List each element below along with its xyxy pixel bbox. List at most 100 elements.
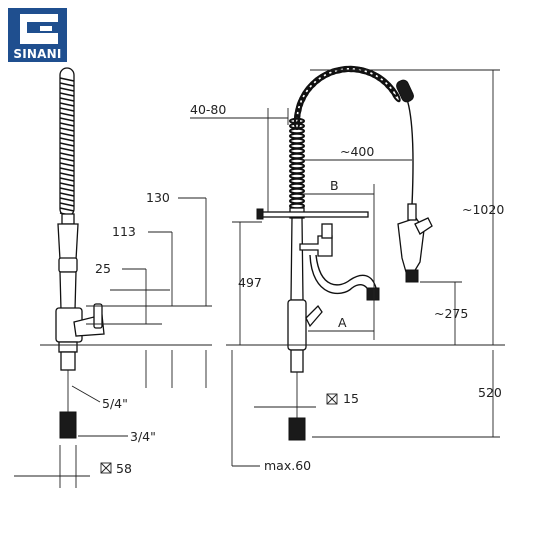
- front-spray-neck: [407, 203, 417, 221]
- front-lever: [305, 304, 323, 328]
- front-spout-upper: [315, 254, 377, 289]
- side-column-upper: [57, 223, 79, 261]
- side-coil-ring: [59, 102, 75, 107]
- side-coil-ring: [59, 152, 75, 157]
- dim-label-40-80: 40-80: [190, 102, 226, 117]
- front-coil-ring: [289, 182, 305, 190]
- front-spring-coils: [289, 65, 401, 210]
- front-view-faucet: [256, 65, 433, 441]
- dim-label-a: A: [338, 315, 347, 330]
- front-bracket-bar: [257, 211, 369, 218]
- dim-label-497: 497: [238, 275, 262, 290]
- front-valve-body: [287, 299, 307, 351]
- dim-label-58: 58: [116, 461, 132, 476]
- side-shank-nut: [58, 341, 78, 353]
- square-cross-icon: [326, 393, 338, 405]
- side-view-faucet: [55, 67, 105, 439]
- side-supply-fitting: [59, 411, 77, 439]
- side-coil-ring: [59, 192, 75, 197]
- side-coil-ring: [59, 177, 75, 182]
- side-lever-grip: [93, 303, 103, 329]
- side-column-lower: [59, 271, 77, 311]
- front-shank: [290, 349, 304, 373]
- side-shank: [60, 351, 76, 371]
- square-cross-icon: [100, 462, 112, 474]
- front-view-dimensions: 40-80 ~400 B A 497 ~1020 ~275 520: [190, 69, 505, 473]
- side-view-dimensions: 130 113 25 5/4" 3/4" 58: [14, 190, 212, 488]
- logo-mark-notch-icon: [40, 26, 52, 31]
- dim-label-15: 15: [343, 391, 359, 406]
- side-coil-ring: [59, 162, 75, 167]
- front-coil-ring: [289, 172, 305, 180]
- side-column-ring: [58, 257, 78, 273]
- side-coil-ring: [59, 122, 75, 127]
- front-bracket-end: [256, 208, 264, 220]
- front-spray-head: [397, 217, 425, 273]
- side-coil-ring: [59, 207, 75, 212]
- dim-label-130: 130: [146, 190, 170, 205]
- side-coil-ring: [59, 182, 75, 187]
- label-thread-bottom: 3/4": [130, 429, 156, 444]
- front-coil-ring: [289, 152, 305, 160]
- side-coil-ring: [59, 142, 75, 147]
- front-coil-ring: [289, 197, 305, 205]
- side-coil-ring: [59, 132, 75, 137]
- side-coil-ring: [59, 127, 75, 132]
- side-coil-ring: [59, 92, 75, 97]
- side-coil-ring: [59, 82, 75, 87]
- side-coil-ring: [59, 202, 75, 207]
- dim-label-25: 25: [95, 261, 111, 276]
- side-spring-coils: [59, 77, 75, 217]
- front-coil-ring: [289, 147, 305, 155]
- front-spout-lower: [309, 254, 371, 297]
- label-thread-top: 5/4": [102, 396, 128, 411]
- brand-logo: SINANI: [8, 8, 67, 62]
- side-coil-ring: [59, 197, 75, 202]
- dim-label-400: ~400: [340, 144, 374, 159]
- front-spray-nozzle: [405, 269, 419, 283]
- logo-mark-icon: [20, 14, 58, 44]
- dim-label-113: 113: [112, 224, 136, 239]
- front-coil-ring: [289, 177, 305, 185]
- side-coil-ring: [59, 112, 75, 117]
- side-coil-ring: [59, 77, 75, 82]
- front-spray-trigger: [414, 217, 433, 235]
- front-hose-collar: [396, 79, 414, 103]
- dim-label-520: 520: [478, 385, 502, 400]
- front-coil-ring: [289, 192, 305, 200]
- side-collar: [61, 213, 75, 225]
- dim-label-275: ~275: [434, 306, 468, 321]
- front-tap-body: [299, 235, 333, 257]
- front-tap-handle: [321, 223, 333, 239]
- side-coil-ring: [59, 87, 75, 92]
- dim-label-b: B: [330, 178, 339, 193]
- front-spout-outlet: [366, 287, 380, 301]
- front-coil-ring: [289, 137, 305, 145]
- side-coil-ring: [59, 172, 75, 177]
- side-coil-ring: [59, 157, 75, 162]
- side-coil-ring: [59, 97, 75, 102]
- side-coil-ring: [59, 187, 75, 192]
- dim-label-1020: ~1020: [462, 202, 504, 217]
- side-coil-ring: [59, 137, 75, 142]
- logo-wordmark: SINANI: [13, 47, 61, 61]
- side-coil-ring: [59, 167, 75, 172]
- front-coil-ring: [289, 142, 305, 150]
- front-coil-ring: [289, 122, 305, 130]
- front-supply-fitting: [288, 417, 306, 441]
- front-coil-ring: [289, 187, 305, 195]
- front-column: [290, 217, 304, 301]
- front-hose: [403, 91, 414, 206]
- front-coil-ring: [289, 157, 305, 165]
- dim-label-max-60: max.60: [264, 458, 311, 473]
- front-coil-ring: [289, 162, 305, 170]
- leader-thread-top: [71, 385, 101, 403]
- side-coil-ring: [59, 147, 75, 152]
- side-coil-ring: [59, 107, 75, 112]
- side-coil-ring: [59, 117, 75, 122]
- front-coil-ring: [289, 167, 305, 175]
- front-coil-ring: [289, 132, 305, 140]
- front-coil-ring: [390, 87, 401, 103]
